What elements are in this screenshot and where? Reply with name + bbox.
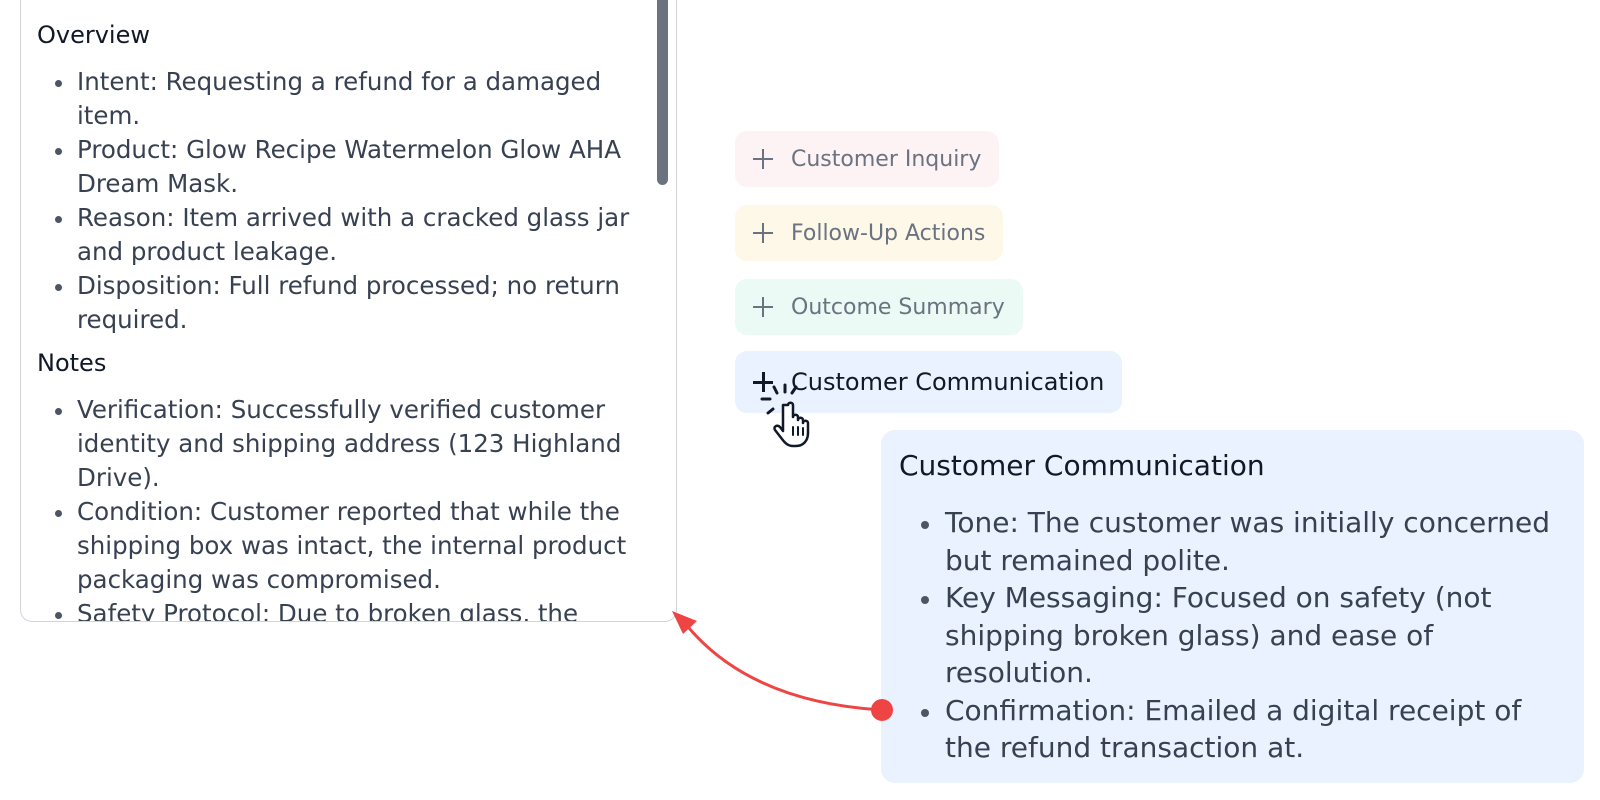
list-item: Disposition: Full refund processed; no r… xyxy=(37,269,655,337)
overview-list: Intent: Requesting a refund for a damage… xyxy=(37,65,655,337)
notes-list: Verification: Successfully verified cust… xyxy=(37,393,655,621)
overview-heading: Overview xyxy=(37,21,150,49)
list-item: Tone: The customer was initially concern… xyxy=(899,504,1559,579)
list-item: Intent: Requesting a refund for a damage… xyxy=(37,65,655,133)
notes-heading: Notes xyxy=(37,349,107,377)
plus-icon xyxy=(751,221,775,245)
card-list: Tone: The customer was initially concern… xyxy=(899,504,1559,767)
summary-content: Overview Intent: Requesting a refund for… xyxy=(37,1,655,621)
list-item: Safety Protocol: Due to broken glass, th… xyxy=(37,597,655,621)
list-item: Key Messaging: Focused on safety (not sh… xyxy=(899,579,1559,692)
hand-pointer-icon xyxy=(760,383,810,448)
arrow-curve xyxy=(682,621,883,712)
chip-label: Customer Inquiry xyxy=(791,146,982,172)
plus-icon xyxy=(751,370,775,394)
plus-icon xyxy=(751,295,775,319)
summary-panel[interactable]: Overview Intent: Requesting a refund for… xyxy=(20,0,677,622)
chip-label: Outcome Summary xyxy=(791,294,1005,320)
chip-label: Follow-Up Actions xyxy=(791,220,986,246)
list-item: Confirmation: Emailed a digital receipt … xyxy=(899,692,1559,767)
plus-icon xyxy=(751,147,775,171)
category-chip-customer-inquiry[interactable]: Customer Inquiry xyxy=(735,131,1000,187)
list-item: Verification: Successfully verified cust… xyxy=(37,393,655,495)
category-chip-customer-communication[interactable]: Customer Communication xyxy=(735,351,1123,413)
category-preview-card: Customer Communication Tone: The custome… xyxy=(881,430,1584,783)
category-chip-outcome-summary[interactable]: Outcome Summary xyxy=(735,279,1023,335)
category-chip-follow-up-actions[interactable]: Follow-Up Actions xyxy=(735,205,1004,261)
list-item: Product: Glow Recipe Watermelon Glow AHA… xyxy=(37,133,655,201)
card-title: Customer Communication xyxy=(899,449,1265,482)
list-item: Reason: Item arrived with a cracked glas… xyxy=(37,201,655,269)
panel-scrollbar[interactable] xyxy=(657,0,668,185)
list-item: Condition: Customer reported that while … xyxy=(37,495,655,597)
chip-label: Customer Communication xyxy=(791,368,1105,396)
